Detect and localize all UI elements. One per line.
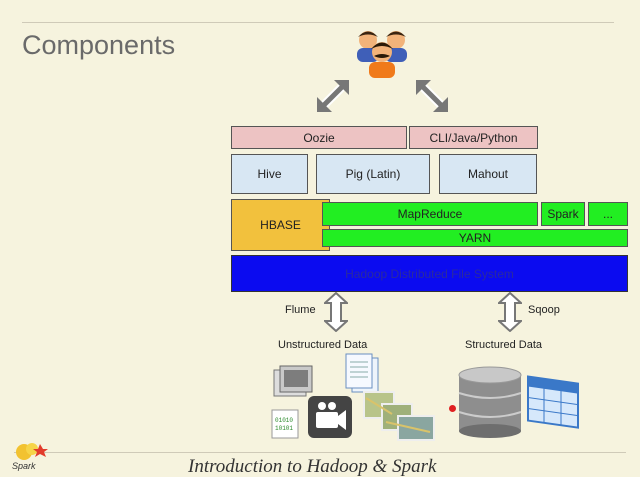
more-box: ...: [588, 202, 628, 226]
svg-text:10101: 10101: [275, 425, 293, 432]
top-divider: [22, 22, 614, 23]
sqoop-arrow-icon: [498, 292, 522, 332]
video-camera-icon: [308, 396, 352, 438]
cli-box: CLI/Java/Python: [409, 126, 538, 149]
left-double-arrow-icon: [316, 79, 350, 113]
spark-logo-text: Spark: [12, 461, 36, 471]
hive-box: Hive: [231, 154, 308, 194]
slide-title: Components: [22, 30, 176, 60]
pig-box: Pig (Latin): [316, 154, 430, 194]
spark-logo-icon: [16, 443, 48, 460]
mapreduce-box: MapReduce: [322, 202, 538, 226]
sqoop-label: Sqoop: [528, 304, 560, 316]
svg-text:01010: 01010: [275, 417, 293, 424]
structured-data-label: Structured Data: [465, 339, 543, 351]
table-icon: [527, 375, 579, 429]
footer-title: Introduction to Hadoop & Spark: [188, 456, 437, 477]
database-icon: [458, 366, 522, 438]
oozie-box: Oozie: [231, 126, 407, 149]
hdfs-box: Hadoop Distributed File System: [231, 255, 628, 292]
red-dot: [449, 405, 456, 412]
right-double-arrow-icon: [415, 79, 449, 113]
photos-icon: [273, 365, 313, 397]
maps-icon: [363, 391, 435, 441]
users-icon: [357, 31, 407, 78]
unstructured-data-images: 01010 10101: [271, 353, 435, 441]
binary-file-icon: 01010 10101: [271, 409, 299, 439]
unstructured-data-label: Unstructured Data: [278, 339, 368, 351]
flume-label: Flume: [285, 304, 316, 316]
spark-box: Spark: [541, 202, 585, 226]
yarn-box: YARN: [322, 229, 628, 247]
bottom-divider: [14, 452, 626, 453]
mahout-box: Mahout: [439, 154, 537, 194]
hbase-box: HBASE: [231, 199, 330, 251]
flume-arrow-icon: [324, 292, 348, 332]
documents-icon: [345, 353, 379, 393]
